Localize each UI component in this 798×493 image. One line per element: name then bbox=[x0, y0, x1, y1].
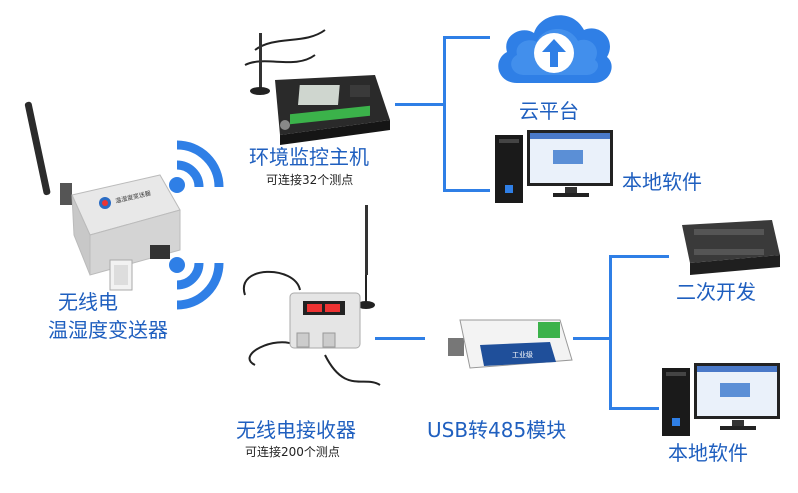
connector-to-cloud bbox=[443, 36, 490, 39]
host-label: 环境监控主机 bbox=[249, 145, 369, 169]
plc-device bbox=[682, 220, 780, 275]
usb-label: USB转485模块 bbox=[427, 418, 567, 442]
monitoring-host-device bbox=[244, 29, 390, 145]
usb-485-module-device: 工业级 bbox=[448, 319, 573, 369]
cloud-label: 云平台 bbox=[519, 99, 579, 123]
wireless-sensor-device: 温湿度变送器 bbox=[24, 101, 181, 291]
connector-to-pc-top bbox=[443, 189, 490, 192]
receiver-label: 无线电接收器 bbox=[236, 418, 356, 442]
sensor-label-line2: 温湿度变送器 bbox=[48, 318, 168, 342]
host-sub-label: 可连接32个测点 bbox=[266, 173, 354, 187]
connector-host-to-bus bbox=[395, 103, 445, 106]
receiver-sub-label: 可连接200个测点 bbox=[245, 445, 340, 459]
cloud-icon bbox=[498, 15, 612, 83]
usb-device-text: 工业级 bbox=[512, 350, 533, 359]
bus-bottom-vertical bbox=[609, 255, 612, 410]
pc-bottom-label: 本地软件 bbox=[668, 441, 748, 465]
pc-top-label: 本地软件 bbox=[622, 170, 702, 194]
computer-icon-bottom bbox=[662, 363, 780, 436]
connector-to-pc-bottom bbox=[609, 407, 659, 410]
sensor-label-line1: 无线电 bbox=[58, 290, 118, 314]
connector-receiver-to-usb bbox=[375, 337, 425, 340]
wireless-signal-icon-top bbox=[169, 140, 224, 193]
wireless-signal-icon-bottom bbox=[169, 257, 224, 310]
connector-usb-to-bus bbox=[573, 337, 611, 340]
wireless-receiver-device bbox=[242, 205, 381, 386]
bus-top-vertical bbox=[443, 36, 446, 192]
computer-icon-top bbox=[495, 130, 613, 203]
connector-to-plc bbox=[609, 255, 669, 258]
plc-label: 二次开发 bbox=[676, 280, 756, 304]
